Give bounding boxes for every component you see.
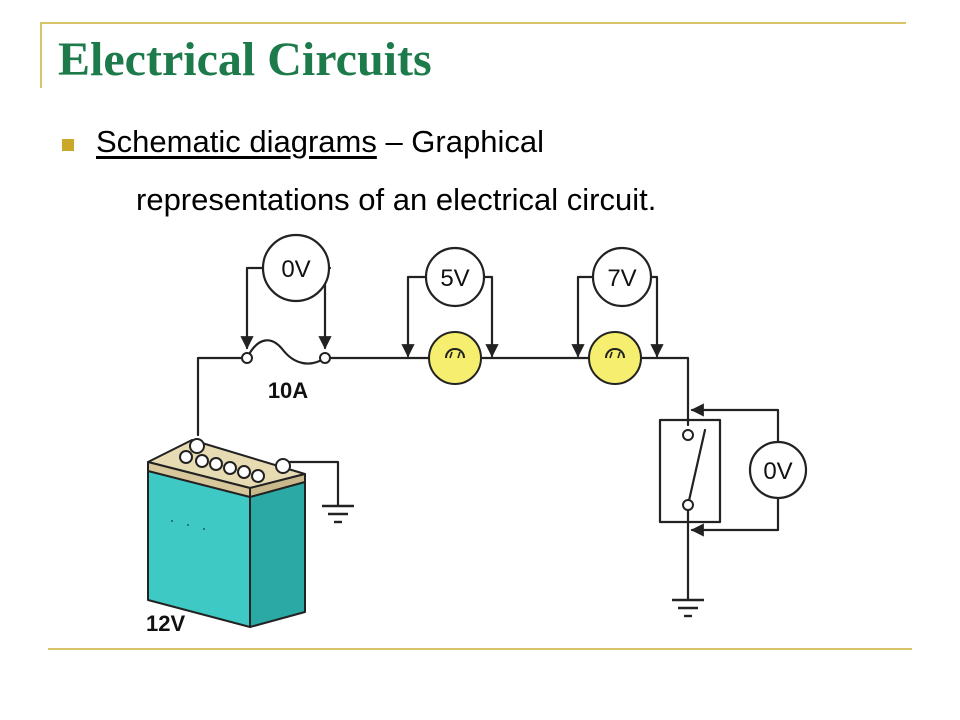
voltmeter-lamp-1: 5V	[424, 246, 486, 308]
voltmeter-lamp-2: 7V	[591, 246, 653, 308]
battery-voltage-label: 12V	[146, 611, 185, 636]
fuse-meter-lead-left	[240, 266, 264, 350]
wire-battery-to-fuse	[196, 356, 249, 437]
wire-battery-to-ground	[284, 460, 340, 507]
voltmeter-fuse-reading: 0V	[281, 256, 310, 283]
lamp1-meter-lead-right	[483, 275, 499, 358]
frame-bottom-rule	[48, 648, 912, 650]
lamp2-meter-lead-left	[571, 275, 597, 358]
battery-icon	[147, 438, 306, 628]
lamp2-meter-lead-right	[648, 275, 664, 358]
lamp-2-icon	[588, 331, 642, 385]
voltmeter-switch: 0V	[748, 440, 808, 500]
bullet-continuation: representations of an electrical circuit…	[136, 182, 657, 217]
switch-box	[658, 418, 722, 524]
battery-ground-icon	[322, 504, 354, 524]
fuse-rating-label: 10A	[268, 378, 308, 403]
switch-blade	[686, 428, 707, 507]
switch-ground-icon	[672, 598, 704, 618]
voltmeter-switch-reading: 0V	[763, 458, 792, 485]
bullet-square-icon	[62, 139, 74, 151]
switch-meter-lead-top	[690, 403, 780, 447]
fuse-terminal-left	[241, 352, 253, 364]
slide-title: Electrical Circuits	[58, 33, 432, 86]
fuse-terminal-right	[319, 352, 331, 364]
bullet-text: Schematic diagrams – Graphical	[96, 124, 544, 160]
switch-terminal-top	[682, 429, 694, 441]
lamp1-meter-lead-left	[401, 275, 427, 358]
switch-terminal-bottom	[682, 499, 694, 511]
lamp-1-icon	[428, 331, 482, 385]
voltmeter-lamp1-reading: 5V	[440, 265, 469, 292]
voltmeter-fuse: 0V	[261, 233, 331, 303]
switch-meter-lead-bottom	[690, 493, 780, 537]
fuse-element	[245, 339, 327, 365]
bullet-rest: – Graphical	[376, 124, 544, 159]
bullet-term: Schematic diagrams	[96, 124, 377, 159]
voltmeter-lamp2-reading: 7V	[607, 265, 636, 292]
frame-left-rule	[40, 22, 42, 88]
frame-top-rule	[40, 22, 906, 24]
